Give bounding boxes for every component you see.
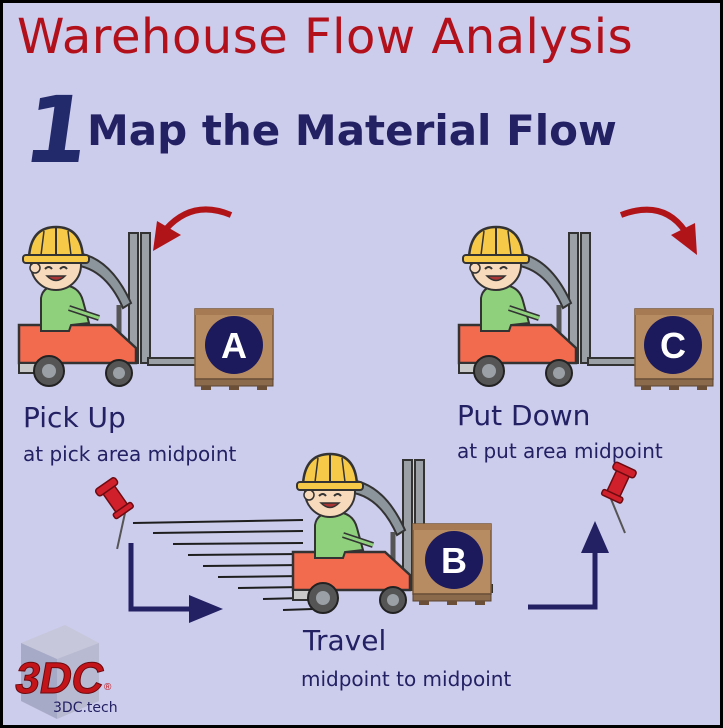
curved-arrow-left-head [153, 221, 181, 251]
stage-c-letter: C [660, 325, 686, 366]
forklift-pick-up-icon [19, 227, 218, 386]
step-heading: Map the Material Flow [87, 106, 617, 155]
travel-label: Travel [303, 624, 387, 657]
forklift-put-down-icon [459, 227, 658, 386]
put-down-label: Put Down [457, 399, 591, 432]
stage-a-letter: A [221, 325, 247, 366]
pick-up-sublabel: at pick area midpoint [23, 442, 237, 466]
pin-pick-icon [91, 472, 143, 553]
stage-c-badge: C [644, 316, 702, 374]
illustration-canvas: A C B [11, 206, 714, 719]
travel-sublabel: midpoint to midpoint [301, 667, 512, 691]
put-down-sublabel: at put area midpoint [457, 439, 663, 463]
pin-put-icon [599, 460, 639, 534]
logo-3dc: 3DC ® [11, 625, 112, 719]
speed-lines-icon [132, 519, 314, 611]
pick-up-label: Pick Up [23, 401, 126, 434]
curved-arrow-right-head [671, 223, 697, 255]
logo-registered: ® [104, 682, 112, 693]
flow-arrow-left-head [189, 595, 223, 623]
logo-mark: 3DC [12, 654, 109, 703]
flow-arrow-right-head [581, 521, 609, 553]
stage-b-letter: B [441, 540, 467, 581]
page-title: Warehouse Flow Analysis [17, 9, 634, 65]
flow-arrow-left-icon [128, 543, 191, 612]
curved-arrow-right-icon [619, 206, 688, 233]
stage-b-badge: B [425, 531, 483, 589]
flow-arrow-right-icon [528, 551, 598, 610]
logo-caption: 3DC.tech [53, 700, 118, 716]
curved-arrow-left-icon [163, 206, 233, 232]
stage-a-badge: A [205, 316, 263, 374]
